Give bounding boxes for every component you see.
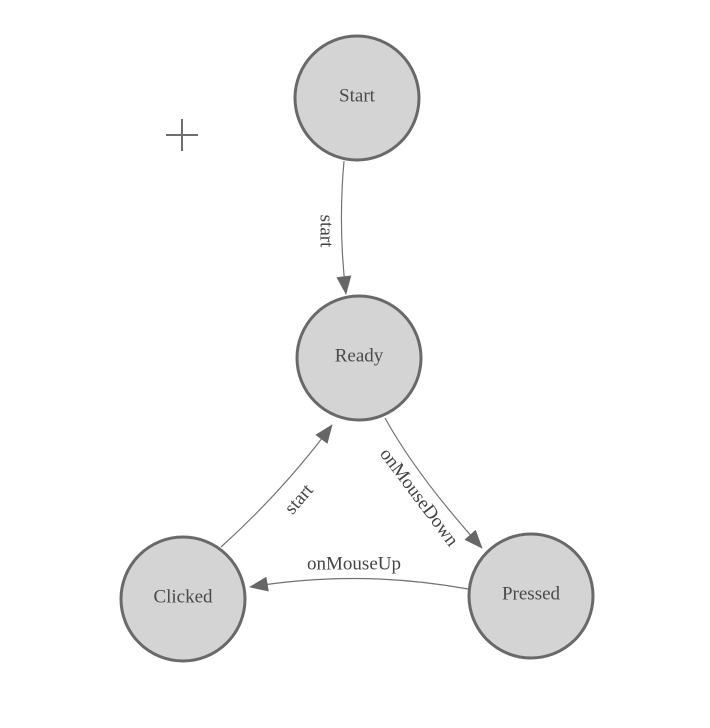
- node-pressed-circle[interactable]: [467, 532, 595, 660]
- edge-pressed-to-clicked: onMouseUp: [249, 553, 469, 592]
- node-ready-label: Ready: [335, 345, 384, 366]
- node-clicked-circle[interactable]: [119, 535, 247, 663]
- edge-pressed-to-clicked-path: [249, 576, 469, 592]
- edge-label-pressed-to-clicked: onMouseUp: [307, 553, 401, 574]
- node-ready[interactable]: Ready: [295, 294, 423, 422]
- edge-clicked-to-ready-path: [220, 424, 333, 548]
- edge-label-ready-to-pressed: onMouseDown: [375, 444, 463, 551]
- add-node-crosshair[interactable]: [166, 119, 198, 151]
- node-pressed[interactable]: Pressed: [467, 532, 595, 660]
- edge-clicked-to-ready: start: [220, 424, 333, 548]
- edge-start-to-ready-path: [336, 160, 352, 295]
- edge-label-start-to-ready: start: [316, 215, 337, 248]
- node-ready-circle[interactable]: [295, 294, 423, 422]
- node-clicked-label: Clicked: [153, 586, 213, 607]
- edge-label-clicked-to-ready: start: [280, 479, 318, 518]
- node-start-label: Start: [339, 85, 376, 106]
- edge-ready-to-pressed: onMouseDown: [375, 417, 483, 551]
- edge-ready-to-pressed-path: [384, 417, 483, 549]
- node-start[interactable]: Start: [293, 34, 421, 162]
- node-pressed-label: Pressed: [502, 583, 561, 604]
- edge-start-to-ready: start: [316, 160, 352, 295]
- node-clicked[interactable]: Clicked: [119, 535, 247, 663]
- node-start-circle[interactable]: [293, 34, 421, 162]
